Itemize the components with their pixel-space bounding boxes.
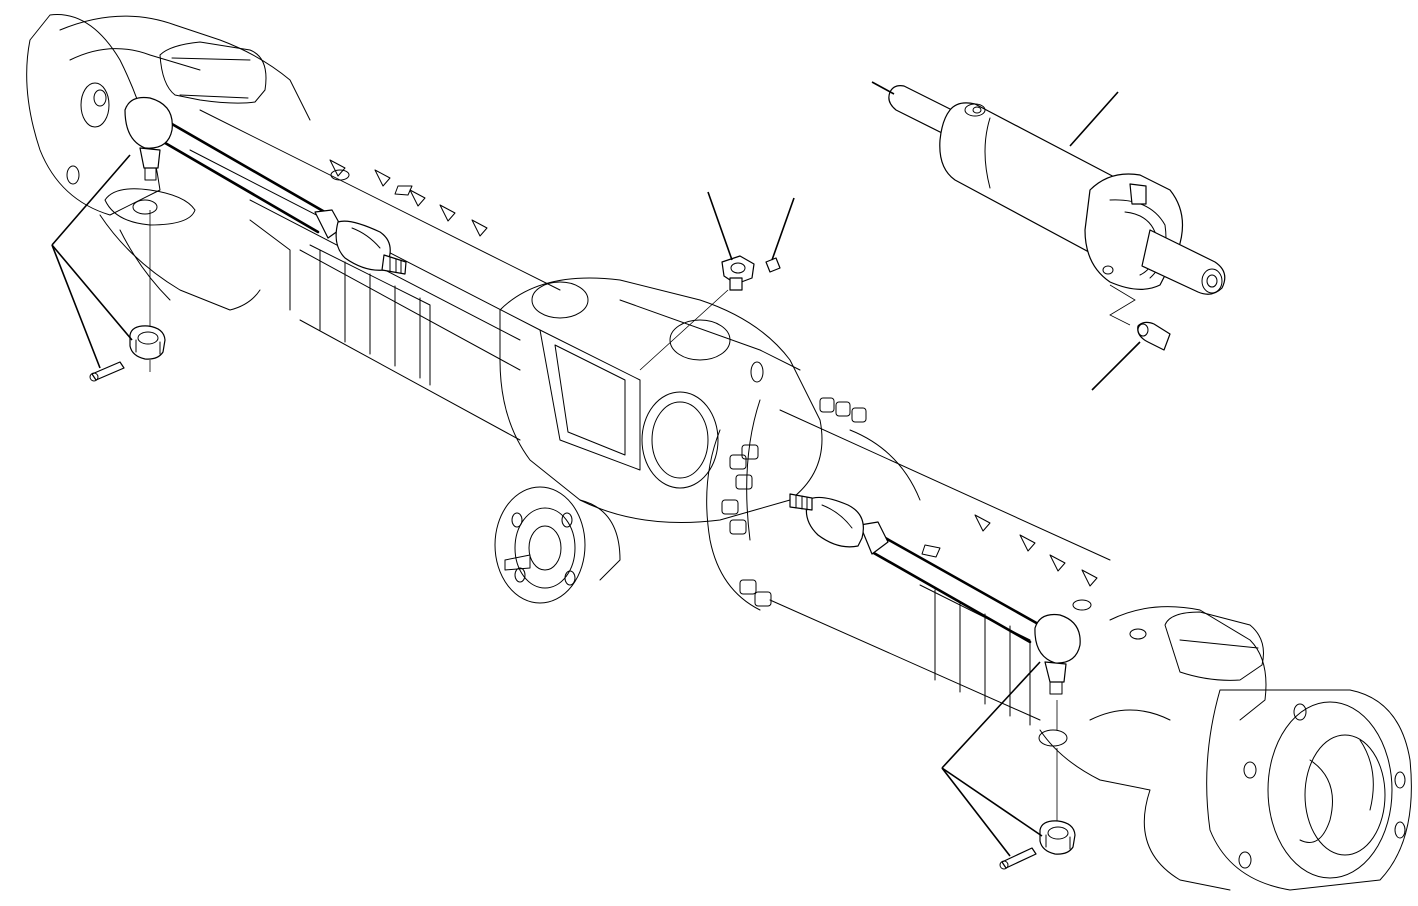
input-flange — [494, 486, 621, 604]
left-castle-nut — [129, 325, 166, 372]
right-castle-nut — [1039, 820, 1076, 855]
left-wheel-hub — [26, 14, 311, 311]
right-arm-notches — [921, 514, 1098, 611]
left-arm-ribs — [309, 244, 431, 386]
center-bracket-bolt — [639, 191, 795, 371]
axle-housing — [26, 14, 1412, 891]
differential-housing — [499, 277, 823, 523]
right-knuckle-arm-eye — [1038, 700, 1068, 822]
right-wheel-hub — [1039, 606, 1412, 891]
left-tie-rod — [124, 96, 407, 275]
left-callout-leaders — [51, 154, 133, 369]
left-cotter-pin — [89, 361, 125, 382]
centre-bolt-ring — [706, 397, 867, 611]
right-tie-rod — [789, 493, 1081, 695]
left-knuckle-arm — [104, 188, 196, 330]
steering-cylinder — [871, 81, 1226, 295]
right-cotter-pin — [999, 847, 1037, 870]
right-callout-leaders — [941, 661, 1043, 857]
left-arm-notches — [329, 159, 488, 237]
cylinder-mount-bolt — [1091, 284, 1171, 391]
right-arm-ribs — [919, 584, 1031, 726]
